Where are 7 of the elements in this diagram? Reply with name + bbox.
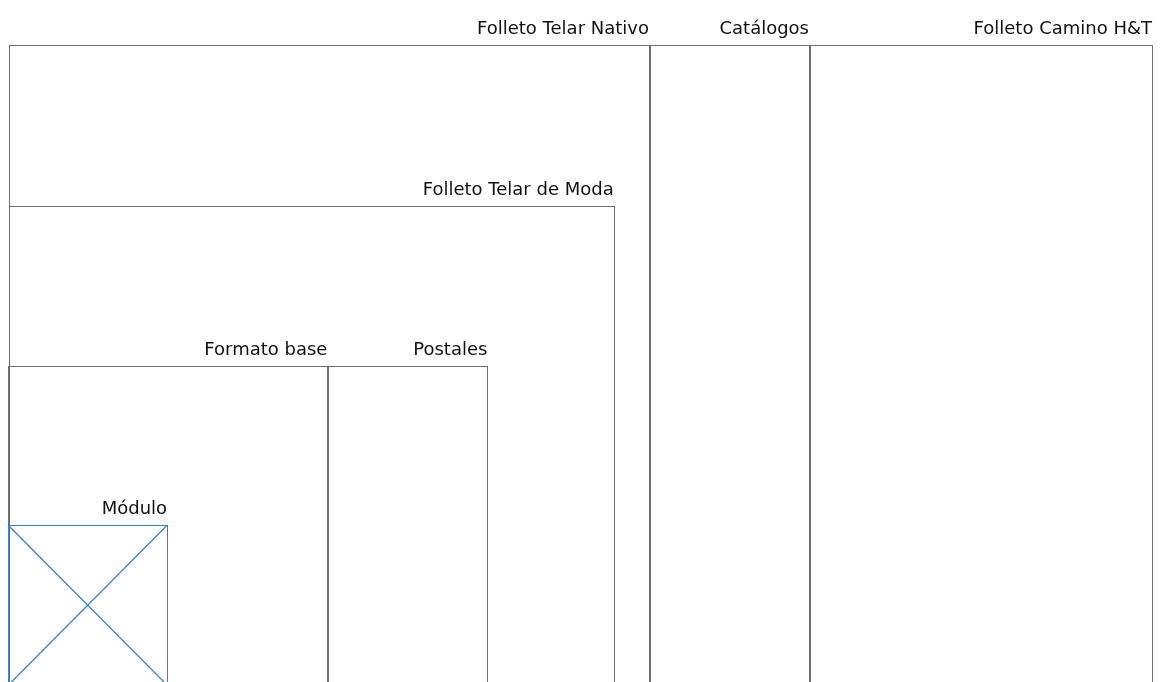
frame-label: Formato base	[204, 338, 328, 360]
frame-label: Postales	[413, 338, 488, 360]
frame-label: Folleto Telar de Moda	[422, 177, 614, 199]
frame-label: Módulo	[101, 497, 168, 519]
frame-label: Folleto Telar Nativo	[477, 17, 649, 38]
frame-label: Folleto Camino H&T	[973, 17, 1152, 38]
frame-label: Catálogos	[719, 17, 809, 38]
